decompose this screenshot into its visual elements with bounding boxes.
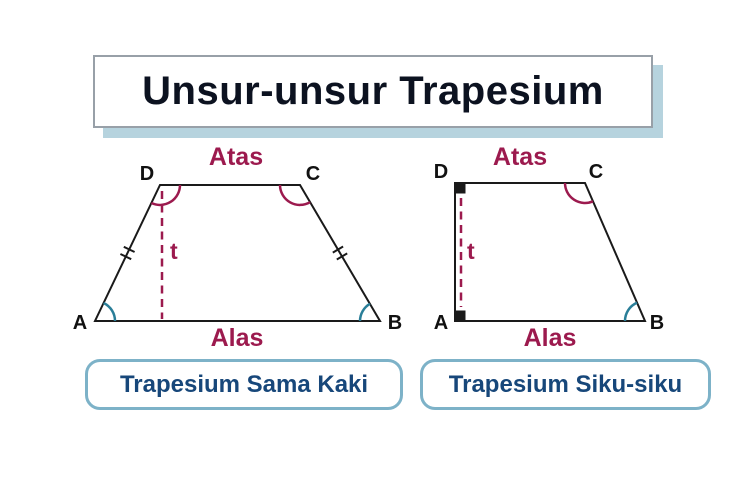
right-leg-tick-1 [332,245,344,254]
caption-trapesium-sama-kaki: Trapesium Sama Kaki [85,359,403,410]
title-banner: Unsur-unsur Trapesium [93,55,653,128]
angle-arc-b [358,302,371,322]
vertex-label-d: D [140,163,154,185]
top-side-label: Atas [493,143,547,171]
base-side-label: Alas [211,324,264,352]
page-title: Unsur-unsur Trapesium [142,69,604,113]
trapezoid-outline [93,184,382,322]
left-leg-tick-1 [119,253,132,261]
caption-label: Trapesium Siku-siku [448,370,683,398]
vertex-label-b: B [388,312,402,334]
isosceles-trapezoid-figure: Atas Alas t D C A B [73,143,402,352]
angle-arc-c [563,182,594,205]
base-side-label: Alas [524,324,577,352]
angle-arc-d [150,184,182,207]
height-label: t [170,238,178,264]
caption-label: Trapesium Sama Kaki [119,370,369,398]
vertex-label-a: A [434,312,448,334]
top-side-label: Atas [209,143,263,171]
trapezoid-outline [454,182,647,322]
left-leg-tick-2 [123,245,136,253]
right-angle-marker-a [455,310,466,321]
right-leg-tick-2 [336,252,348,261]
height-label: t [467,238,475,264]
vertex-label-c: C [306,163,320,185]
vertex-label-c: C [589,161,603,183]
vertex-label-d: D [434,161,448,183]
right-angle-marker-d [455,183,466,194]
angle-arc-b [623,301,638,322]
angle-arc-c [278,184,311,207]
caption-trapesium-siku-siku: Trapesium Siku-siku [420,359,711,410]
vertex-label-a: A [73,312,87,334]
vertex-label-b: B [650,312,664,334]
right-trapezoid-figure: Atas Alas t D C A B [434,143,664,352]
angle-arc-a [102,301,117,322]
